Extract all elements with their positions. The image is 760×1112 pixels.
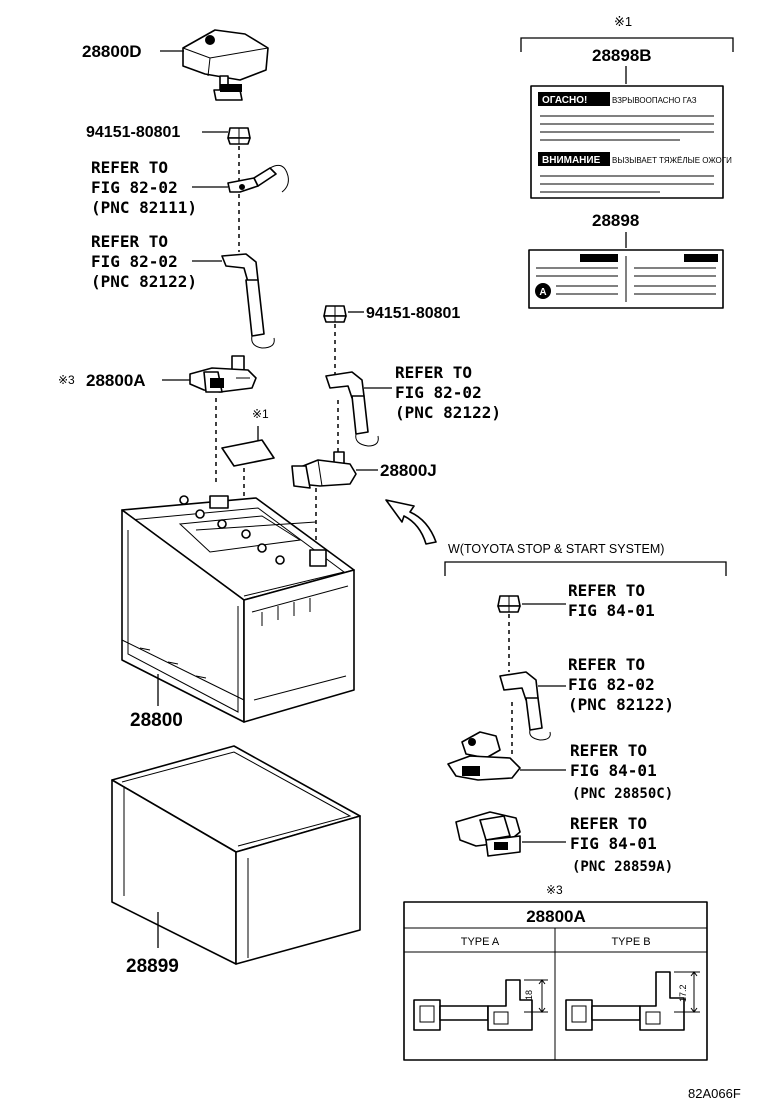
refer-3-line-2: FIG 82-02	[395, 383, 482, 402]
refer-7-line-3: (PNC 28859A)	[572, 859, 673, 875]
part-number-94151-right: 94151-80801	[366, 305, 460, 322]
variant-sensor-clamp[interactable]	[447, 731, 521, 781]
caution-label-28898[interactable]: A	[528, 249, 724, 309]
part-number-28800a: 28800A	[86, 371, 146, 390]
refer-5-line-2: FIG 82-02	[568, 675, 655, 694]
refer-2-line-2: FIG 82-02	[91, 252, 178, 271]
note-1-sticker-mark: ※1	[252, 407, 269, 421]
negative-cable[interactable]	[221, 253, 275, 349]
type-table: 28800A TYPE A TYPE B 18 17.2	[403, 901, 708, 1061]
refer-6-line-1: REFER TO	[570, 741, 647, 760]
dimension-a: 18	[524, 990, 534, 1000]
small-text-1: ВЗРЫВООПАСНО ГАЗ	[612, 96, 697, 105]
variant-nut[interactable]	[497, 595, 521, 613]
refer-3-line-3: (PNC 82122)	[395, 403, 501, 422]
refer-1-line-2: FIG 82-02	[91, 178, 178, 197]
nut-94151-right[interactable]	[323, 305, 347, 323]
table-type-a: TYPE A	[461, 936, 500, 948]
variant-terminal-cover[interactable]	[455, 811, 521, 857]
positive-terminal-clamp-28800j[interactable]	[291, 451, 357, 489]
table-type-b: TYPE B	[611, 936, 650, 948]
table-title: 28800A	[526, 907, 586, 926]
variant-label: W(TOYOTA STOP & START SYSTEM)	[448, 542, 664, 556]
figure-code: 82A066F	[688, 1086, 741, 1101]
refer-2-line-1: REFER TO	[91, 232, 168, 251]
label-marker-a: A	[539, 287, 546, 298]
part-number-28800j: 28800J	[380, 461, 437, 480]
terminal-cover-28800d[interactable]	[182, 29, 269, 101]
small-text-2: ВЫЗЫВАЕТ ТЯЖЁЛЫЕ ОЖОГИ	[612, 156, 732, 165]
refer-1-line-1: REFER TO	[91, 158, 168, 177]
negative-terminal-clamp-28800a[interactable]	[189, 355, 257, 393]
ground-strap-terminal[interactable]	[227, 164, 289, 193]
refer-7-line-2: FIG 84-01	[570, 834, 657, 853]
refer-4-line-2: FIG 84-01	[568, 601, 655, 620]
refer-1-line-3: (PNC 82111)	[91, 198, 197, 217]
refer-3-line-1: REFER TO	[395, 363, 472, 382]
variant-cable[interactable]	[499, 671, 551, 741]
note-1-group-mark: ※1	[614, 14, 632, 29]
variant-arrow	[385, 499, 437, 545]
refer-6-line-2: FIG 84-01	[570, 761, 657, 780]
type-b-clamp-drawing: 17.2	[565, 971, 700, 1031]
dimension-b: 17.2	[678, 984, 688, 1002]
note-3-table-mark: ※3	[546, 883, 563, 897]
warning-text-1: ОГАСНО!	[542, 95, 587, 106]
positive-cable[interactable]	[325, 371, 379, 447]
part-number-28899: 28899	[126, 956, 179, 977]
battery-28800[interactable]	[121, 495, 355, 723]
note-3-prefix: ※3	[58, 373, 75, 387]
nut-94151-left[interactable]	[227, 127, 251, 145]
refer-5-line-3: (PNC 82122)	[568, 695, 674, 714]
part-number-28800d: 28800D	[82, 42, 142, 61]
refer-5-line-1: REFER TO	[568, 655, 645, 674]
type-a-clamp-drawing: 18	[413, 979, 548, 1031]
part-number-28898b: 28898B	[592, 46, 652, 65]
part-number-28800: 28800	[130, 710, 183, 731]
caution-label-28898b[interactable]: ОГАСНО! ВЗРЫВООПАСНО ГАЗ ВНИМАНИЕ ВЫЗЫВА…	[530, 85, 732, 199]
part-number-28898: 28898	[592, 211, 639, 230]
refer-6-line-3: (PNC 28850C)	[572, 786, 673, 802]
refer-4-line-1: REFER TO	[568, 581, 645, 600]
refer-7-line-1: REFER TO	[570, 814, 647, 833]
sticker-label[interactable]	[221, 439, 275, 467]
part-number-94151-left: 94151-80801	[86, 124, 180, 141]
battery-tray-28899[interactable]	[111, 745, 361, 965]
refer-2-line-3: (PNC 82122)	[91, 272, 197, 291]
warning-text-2: ВНИМАНИЕ	[542, 155, 601, 166]
